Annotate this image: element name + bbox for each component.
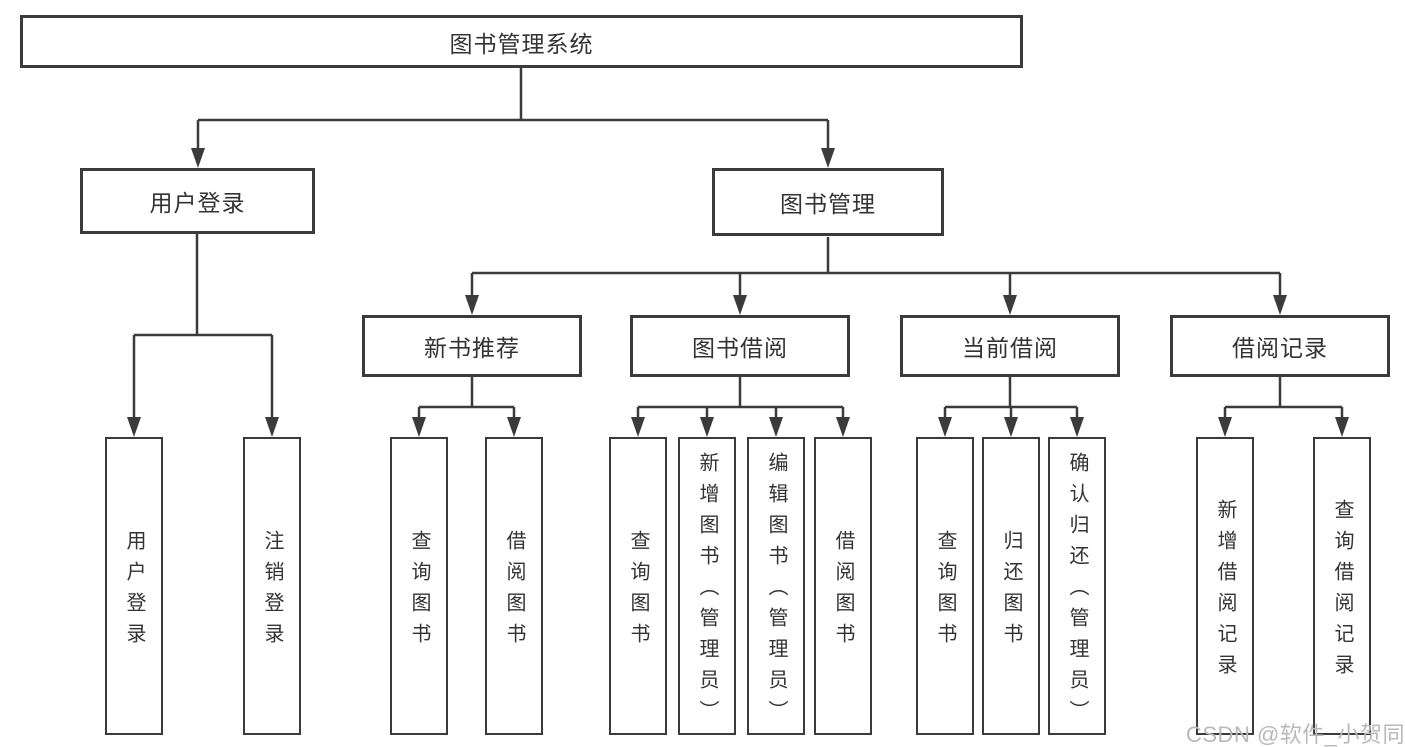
node-label: 新增借阅记录 — [1214, 498, 1236, 685]
node-book-borrow: 图书借阅 — [630, 315, 850, 377]
node-label: 新书推荐 — [424, 335, 520, 361]
node-label: 确认归还（管理员） — [1066, 452, 1088, 731]
node-label: 查询图书 — [408, 529, 430, 654]
node-label: 注销登录 — [261, 529, 283, 654]
node-label: 归还图书 — [1000, 529, 1022, 654]
leaf-query-books-borrow: 查询图书 — [609, 437, 667, 735]
leaf-logout: 注销登录 — [243, 437, 301, 735]
leaf-return-books: 归还图书 — [982, 437, 1040, 735]
node-label: 用户登录 — [123, 529, 145, 654]
node-label: 借阅记录 — [1232, 335, 1328, 361]
node-label: 查询图书 — [934, 529, 956, 654]
node-label: 图书借阅 — [692, 335, 788, 361]
leaf-add-books-admin: 新增图书（管理员） — [678, 437, 736, 735]
node-current-borrow: 当前借阅 — [900, 315, 1120, 377]
node-label: 图书管理 — [780, 191, 876, 217]
node-user-login: 用户登录 — [80, 168, 315, 234]
leaf-edit-books-admin: 编辑图书（管理员） — [747, 437, 805, 735]
leaf-borrow-books-recommend: 借阅图书 — [485, 437, 543, 735]
leaf-confirm-return-admin: 确认归还（管理员） — [1048, 437, 1106, 735]
node-label: 借阅图书 — [503, 529, 525, 654]
node-label: 用户登录 — [149, 190, 246, 216]
leaf-borrow-books: 借阅图书 — [814, 437, 872, 735]
leaf-user-login: 用户登录 — [105, 437, 163, 735]
node-label: 当前借阅 — [962, 335, 1058, 361]
node-label: 图书管理系统 — [449, 30, 594, 57]
node-book-management: 图书管理 — [712, 168, 944, 236]
node-library-management-system: 图书管理系统 — [20, 15, 1023, 68]
leaf-query-borrow-record: 查询借阅记录 — [1313, 437, 1371, 735]
leaf-query-books-current: 查询图书 — [916, 437, 974, 735]
node-new-book-recommend: 新书推荐 — [362, 315, 582, 377]
node-borrow-records: 借阅记录 — [1170, 315, 1390, 377]
node-label: 查询借阅记录 — [1331, 498, 1353, 685]
leaf-query-books-recommend: 查询图书 — [390, 437, 448, 735]
csdn-watermark: CSDN @软件_小贺同学 — [1186, 722, 1405, 747]
node-label: 借阅图书 — [832, 529, 854, 654]
node-label: 编辑图书（管理员） — [765, 452, 787, 731]
node-label: 查询图书 — [627, 529, 649, 654]
node-label: 新增图书（管理员） — [696, 452, 718, 731]
leaf-add-borrow-record: 新增借阅记录 — [1196, 437, 1254, 735]
